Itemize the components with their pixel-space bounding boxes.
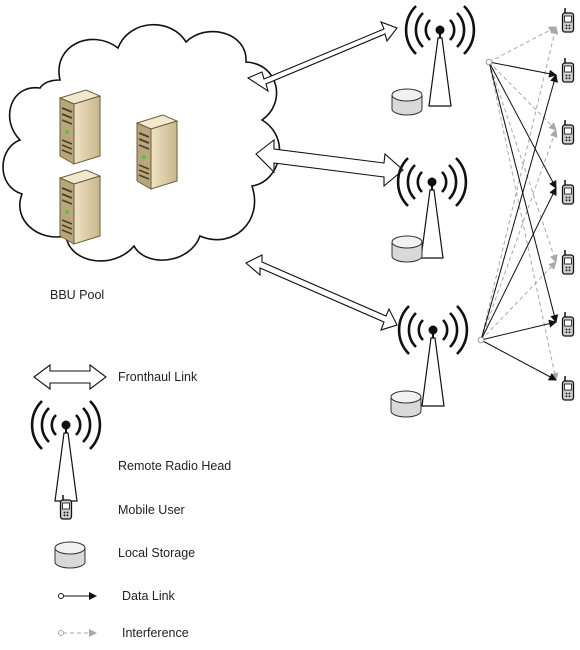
- mobile-user-5: [561, 249, 575, 275]
- rrh-1-storage-icon: [391, 88, 423, 116]
- legend-interference-label: Interference: [122, 626, 189, 640]
- data-links: [480, 61, 559, 381]
- mobile-user-7: [561, 375, 575, 401]
- legend-mobile-user-label: Mobile User: [118, 503, 185, 517]
- bbu-server-2: [136, 114, 178, 190]
- legend-rrh-label: Remote Radio Head: [118, 459, 231, 473]
- bbu-server-1: [59, 89, 101, 165]
- mobile-user-2: [561, 57, 575, 83]
- legend-data-link-label: Data Link: [122, 589, 176, 603]
- legend: Fronthaul Link Remote Radio Head Mobile …: [30, 363, 231, 640]
- mobile-user-4: [561, 179, 575, 205]
- legend-interference-icon: [58, 629, 97, 637]
- rrh-3-link-origin: [477, 336, 485, 344]
- mobile-user-1: [561, 7, 575, 33]
- fronthaul-link-1: [246, 21, 398, 93]
- rrh-3-storage-icon: [390, 390, 422, 418]
- rrh-1-link-origin: [485, 58, 493, 66]
- mobile-user-3: [561, 119, 575, 145]
- bbu-pool-label: BBU Pool: [50, 288, 104, 302]
- legend-fronthaul-icon: [33, 363, 107, 391]
- rrh-2-storage-icon: [391, 235, 423, 263]
- legend-data-link-icon: [58, 592, 97, 600]
- legend-fronthaul-label: Fronthaul Link: [118, 370, 198, 384]
- fronthaul-link-3: [245, 254, 398, 331]
- fronthaul-links: [245, 21, 404, 331]
- bbu-server-3: [59, 169, 101, 245]
- fronthaul-link-2: [255, 138, 404, 188]
- legend-local-storage-label: Local Storage: [118, 546, 195, 560]
- mobile-user-6: [561, 311, 575, 337]
- legend-local-storage-icon: [54, 541, 86, 569]
- interference-links: [480, 26, 559, 381]
- legend-rrh-icon: [30, 399, 102, 503]
